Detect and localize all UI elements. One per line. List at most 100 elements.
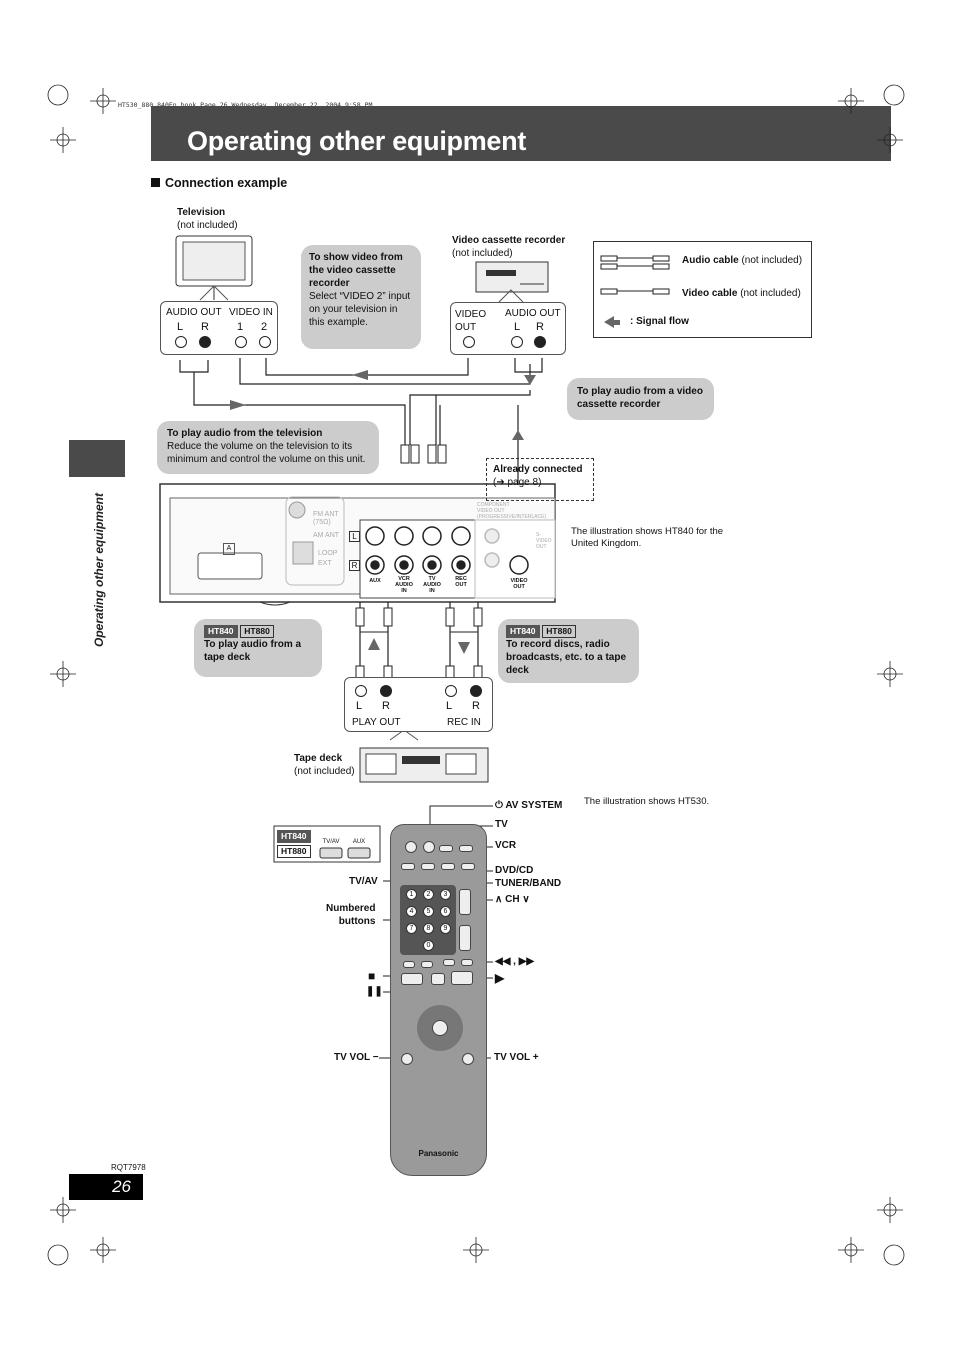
pause-button[interactable]: [431, 973, 445, 985]
tape-jack-play-r: [380, 685, 392, 697]
dvd-cd-button[interactable]: [461, 863, 475, 870]
tv-jack-panel: AUDIO OUT VIDEO IN L R 1 2: [160, 301, 278, 355]
inset-tvav-label: TV/AV: [322, 839, 340, 845]
num-2-button[interactable]: 2: [423, 889, 434, 900]
panel-r-label: R: [349, 560, 360, 571]
legend-audio: Audio cable (not included): [682, 255, 803, 266]
vcr-audio-out-label: AUDIO OUT: [505, 308, 561, 319]
volume-rocker[interactable]: [459, 925, 471, 951]
fm-ant-label: FM ANT (75Ω): [313, 511, 339, 526]
section-title: Connection example: [165, 176, 288, 190]
tv-vol-minus-button[interactable]: [401, 1053, 413, 1065]
television-illustration: [175, 235, 253, 300]
av-system-button[interactable]: [405, 841, 417, 853]
aux-jack-label: AUX: [369, 578, 381, 584]
tv-in1-label: 1: [237, 321, 244, 333]
callout-play: ▶: [495, 971, 505, 985]
doc-code: RQT7978: [111, 1163, 146, 1172]
number-pad: 1 2 3 4 5 6 7 8 9 0: [400, 885, 456, 955]
bubble-play-vcr-title: To play audio from a video cassette reco…: [577, 386, 703, 410]
vcr-jack-panel: VIDEO OUT AUDIO OUT L R: [450, 302, 566, 355]
tape-deck-jack-panel: L R L R PLAY OUT REC IN: [344, 677, 493, 732]
vcr-r-label: R: [536, 321, 544, 333]
bubble-play-vcr: To play audio from a video cassette reco…: [567, 378, 714, 420]
callout-tv: TV: [495, 819, 508, 830]
component-label: COMPONENT VIDEO OUT (PROGRESSIVE/INTERLA…: [477, 502, 547, 520]
tuner-band-button[interactable]: [441, 863, 455, 870]
callout-ch: ∧ CH ∨: [495, 894, 530, 905]
bubble-tape-play: HT840 HT880 To play audio from a tape de…: [194, 619, 322, 677]
tag-ht840: HT840: [204, 625, 238, 638]
tv-jack-r: [199, 336, 211, 348]
callout-tv-av: TV/AV: [349, 876, 378, 887]
vcr-button[interactable]: [459, 845, 473, 852]
page-title: Operating other equipment: [187, 126, 527, 156]
callout-vcr: VCR: [495, 840, 517, 851]
tv-button[interactable]: [439, 845, 453, 852]
num-7-button[interactable]: 7: [406, 923, 417, 934]
tv-audio-out-label: AUDIO OUT: [166, 307, 222, 318]
skip-fwd-button[interactable]: [421, 961, 433, 968]
ht840-note: The illustration shows HT840 for the Uni…: [571, 526, 724, 549]
num-6-button[interactable]: 6: [440, 906, 451, 917]
power-button[interactable]: [423, 841, 435, 853]
bubble-show-video: To show video from the video cassette re…: [301, 245, 421, 349]
tv-jack-l: [175, 336, 187, 348]
num-8-button[interactable]: 8: [423, 923, 434, 934]
remote-inset: HT840 HT880: [277, 830, 311, 858]
section-heading: Connection example: [151, 176, 287, 190]
callout-pause: ❚❚: [366, 986, 383, 997]
tv-jack-in1: [235, 336, 247, 348]
svideo-label: S-VIDEO OUT: [536, 532, 552, 550]
tv-in2-label: 2: [261, 321, 268, 333]
tv-av-button[interactable]: [421, 863, 435, 870]
bubble-play-tv-body: Reduce the volume on the television to i…: [167, 441, 366, 465]
stop-button[interactable]: [401, 973, 423, 985]
tape-l1-label: L: [356, 700, 363, 712]
vcr-illustration: [475, 261, 549, 293]
callout-stop: ■: [368, 969, 376, 983]
bubble-record: HT840 HT880 To record discs, radio broad…: [498, 619, 639, 683]
vcr-jack-r: [534, 336, 546, 348]
video-out-jack-label: VIDEO OUT: [510, 578, 528, 590]
tv-vol-plus-button[interactable]: [462, 1053, 474, 1065]
fast-forward-button[interactable]: [461, 959, 473, 966]
ch-rocker[interactable]: [459, 889, 471, 915]
tape-r1-label: R: [382, 700, 390, 712]
am-ant-label: AM ANT: [313, 532, 340, 539]
file-meta: HT530_880_840En.book Page 26 Wednesday, …: [118, 101, 373, 109]
num-0-button[interactable]: 0: [423, 940, 434, 951]
tv-l-label: L: [177, 321, 184, 333]
inset-tag-ht880: HT880: [277, 845, 311, 858]
inset-tag-ht840: HT840: [277, 830, 311, 843]
callout-av-system: ⏻ AV SYSTEM: [495, 800, 563, 811]
already-connected-title: Already connected: [493, 464, 583, 475]
num-4-button[interactable]: 4: [406, 906, 417, 917]
tag-ht880: HT880: [542, 625, 576, 638]
num-5-button[interactable]: 5: [423, 906, 434, 917]
tv-jack-in2: [259, 336, 271, 348]
tv-video-in-label: VIDEO IN: [229, 307, 273, 318]
num-9-button[interactable]: 9: [440, 923, 451, 934]
enter-button[interactable]: [432, 1020, 448, 1036]
num-3-button[interactable]: 3: [440, 889, 451, 900]
skip-back-button[interactable]: [403, 961, 415, 968]
tag-ht880: HT880: [240, 625, 274, 638]
callout-dvd-cd: DVD/CD: [495, 865, 534, 876]
tape-rec-in-label: REC IN: [447, 717, 481, 728]
panel-l-label: L: [349, 531, 360, 542]
num-1-button[interactable]: 1: [406, 889, 417, 900]
vcr-l-label: L: [514, 321, 521, 333]
bubble-show-video-body: Select “VIDEO 2” input on your televisio…: [309, 291, 411, 328]
title-bar: Operating other equipment: [151, 106, 891, 161]
vcr-label: Video cassette recorder(not included): [452, 235, 566, 259]
ext-label: EXT: [318, 560, 332, 567]
remote-brand: Panasonic: [418, 1149, 459, 1158]
page-number-box: 26: [69, 1174, 143, 1200]
bubble-show-video-title: To show video from the video cassette re…: [309, 252, 403, 289]
play-button[interactable]: [451, 971, 473, 985]
bubble-play-tv-title: To play audio from the television: [167, 428, 323, 439]
vcr-jack-video: [463, 336, 475, 348]
sleep-button[interactable]: [401, 863, 415, 870]
rewind-button[interactable]: [443, 959, 455, 966]
